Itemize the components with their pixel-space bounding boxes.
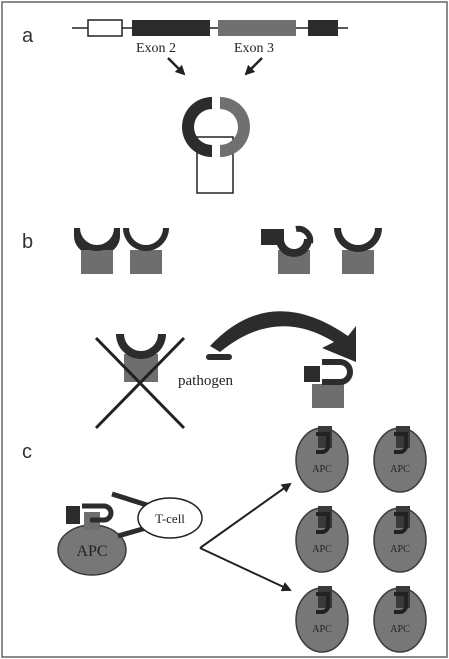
large-apc: APC (57, 503, 127, 576)
small-apc-4: APC (372, 504, 428, 574)
exon-4-box (308, 20, 338, 36)
gene-diagram (72, 19, 348, 37)
crossed-receptor (94, 334, 186, 430)
cross-line-2 (94, 336, 186, 430)
small-apc-label: APC (312, 464, 332, 475)
alpha1-domain (182, 97, 212, 157)
large-apc-label: APC (76, 543, 107, 560)
small-apc-6: APC (372, 584, 428, 654)
small-apc-1: APC (294, 424, 350, 494)
tcell-receptor-2 (117, 525, 147, 539)
expansion-arrow-down (199, 547, 292, 592)
receptor-right-1 (261, 225, 314, 274)
panel-b-letter: b (22, 231, 33, 253)
receptor-right-2 (334, 228, 382, 274)
receptor-left-2 (123, 228, 169, 274)
small-apc-2: APC (372, 424, 428, 494)
small-apc-label: APC (312, 544, 332, 555)
small-apc-5: APC (294, 584, 350, 654)
expansion-arrow-up (199, 482, 292, 549)
mhc-molecule-a (182, 97, 250, 194)
panel-c-letter: c (22, 441, 32, 463)
small-apc-label: APC (312, 624, 332, 635)
large-apc-peptide-groove (82, 503, 114, 523)
arrow-exon2 (167, 57, 186, 76)
arrow-exon3 (244, 57, 263, 76)
large-apc-mhc-left (66, 506, 80, 524)
alpha2-domain (220, 97, 250, 157)
exon-2-box (132, 20, 210, 36)
small-apc-label: APC (390, 464, 410, 475)
exon-2-label: Exon 2 (136, 41, 176, 56)
crossed-receptor-head (116, 334, 166, 359)
small-apc-3: APC (294, 504, 350, 574)
exon-1-box (87, 19, 123, 37)
adapted-receptor (304, 359, 353, 408)
exon-3-label: Exon 3 (234, 41, 274, 56)
pathogen-label: pathogen (178, 373, 233, 389)
small-apc-label: APC (390, 544, 410, 555)
exon-3-box (218, 20, 296, 36)
receptor-left-1 (74, 228, 120, 274)
curved-arrow (210, 311, 356, 362)
tcell-label: T-cell (155, 511, 185, 526)
pathogen-peptide (206, 354, 232, 360)
panel-a-letter: a (22, 25, 34, 47)
tcell-body (137, 497, 203, 539)
tcell-receptor-1 (111, 491, 151, 509)
small-apc-label: APC (390, 624, 410, 635)
